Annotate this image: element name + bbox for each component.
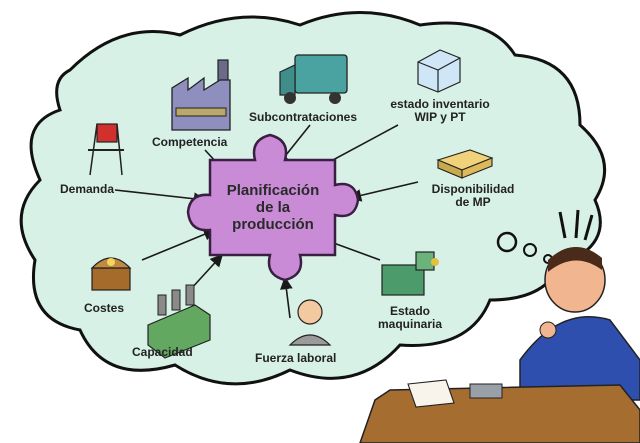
materials-icon xyxy=(436,149,494,179)
center-line-2: de la xyxy=(255,199,291,216)
label-estado-inventario: estado inventario WIP y PT xyxy=(384,98,496,124)
label-disponibilidad: Disponibilidad de MP xyxy=(418,183,528,209)
factory-icon xyxy=(171,59,231,131)
worried-man xyxy=(519,209,640,401)
arrow-costes xyxy=(141,228,217,261)
label-costes: Costes xyxy=(84,301,125,315)
label-estado-maquinaria-line2: maquinaria xyxy=(377,317,443,331)
thought-bubble-dot-large xyxy=(496,231,518,253)
label-estado-inventario-line2: WIP y PT xyxy=(414,110,466,124)
center-line-3: producción xyxy=(232,216,314,233)
machinery-icon xyxy=(381,251,439,296)
arrow-demanda xyxy=(114,189,207,206)
arrow-capacidad xyxy=(189,253,224,291)
puzzle-piece xyxy=(186,133,360,282)
label-capacidad: Capacidad xyxy=(132,345,193,359)
desk xyxy=(359,379,640,443)
label-competencia: Competencia xyxy=(152,135,228,149)
label-disponibilidad-line1: Disponibilidad xyxy=(431,182,515,196)
production-line-icon xyxy=(147,284,211,359)
thought-bubble-dot-medium xyxy=(523,243,537,257)
truck-icon xyxy=(279,54,348,104)
label-estado-maquinaria-line1: Estado xyxy=(389,304,430,318)
center-title: Planificación de la producción xyxy=(214,182,332,233)
arrow-disponibilidad xyxy=(348,181,419,202)
worker-icon xyxy=(288,299,332,346)
inventory-box-icon xyxy=(417,49,461,93)
center-line-1: Planificación xyxy=(226,182,320,199)
treasure-chest-icon xyxy=(90,257,132,291)
arrow-fuerza-laboral xyxy=(280,276,293,319)
label-demanda: Demanda xyxy=(60,182,115,196)
chair-icon xyxy=(88,123,124,176)
label-disponibilidad-line2: de MP xyxy=(455,195,491,209)
label-subcontrataciones: Subcontrataciones xyxy=(249,110,358,124)
label-estado-maquinaria: Estado maquinaria xyxy=(365,305,455,331)
label-fuerza-laboral: Fuerza laboral xyxy=(255,351,337,365)
label-estado-inventario-line1: estado inventario xyxy=(390,97,490,111)
